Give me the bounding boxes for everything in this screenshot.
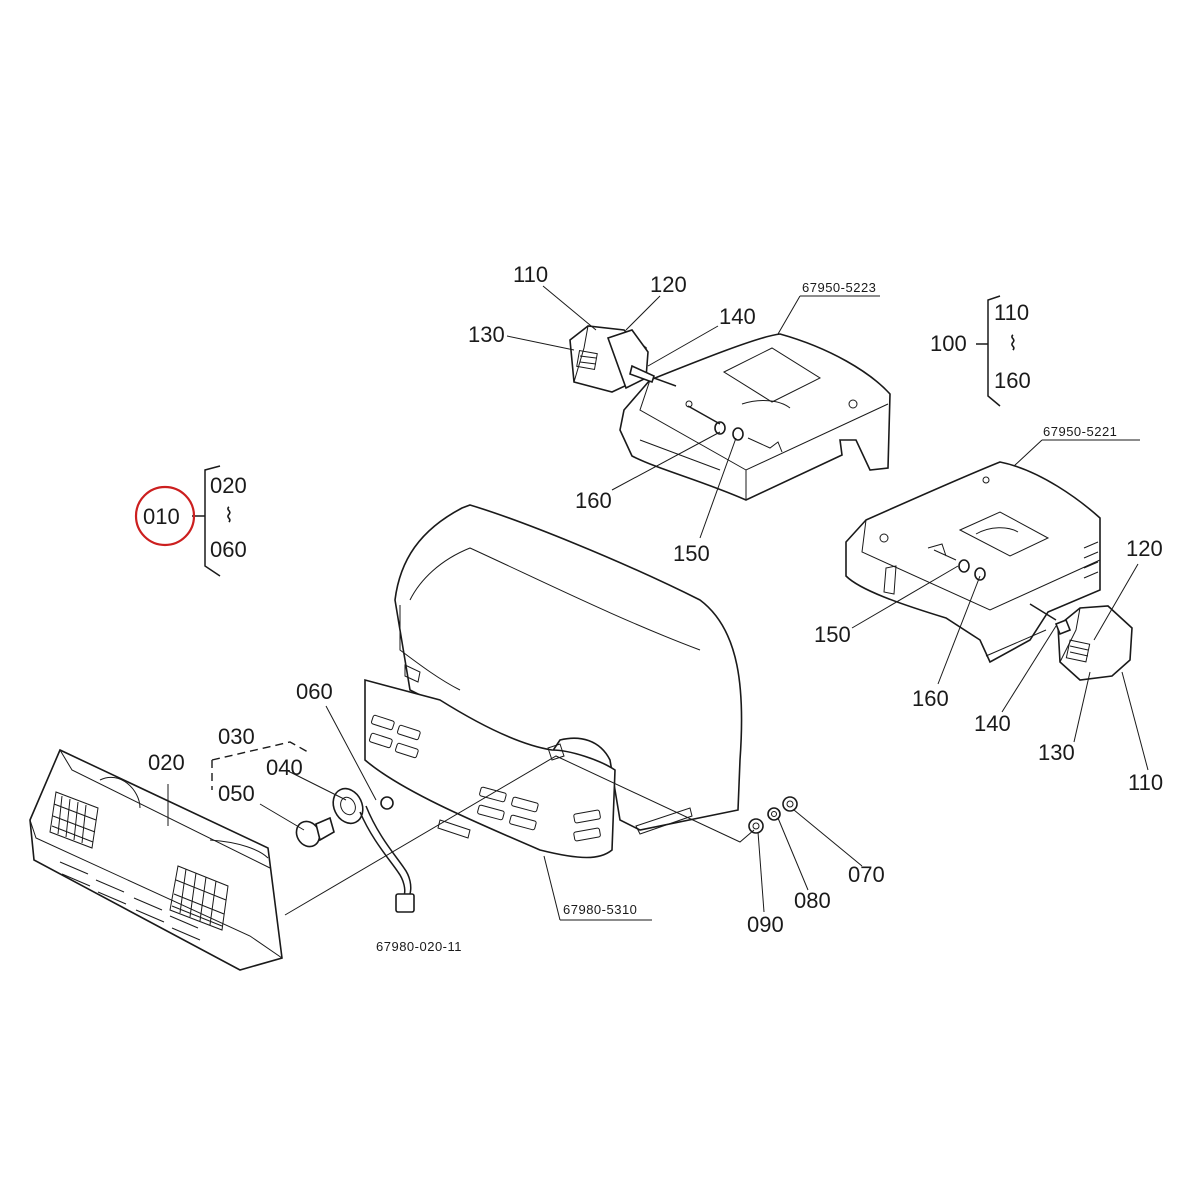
headlight-lens-020 xyxy=(29,748,283,971)
group-100-from: 110 xyxy=(994,300,1030,325)
label-030: 030 xyxy=(218,724,255,749)
label-160-top: 160 xyxy=(575,488,612,513)
group-100-tilde: ⌇ xyxy=(1008,331,1018,355)
label-130-top: 130 xyxy=(468,322,505,347)
socket-040 xyxy=(332,787,415,913)
label-090: 090 xyxy=(747,912,784,937)
label-110-right: 110 xyxy=(1128,770,1164,795)
label-130-right: 130 xyxy=(1038,740,1075,765)
hood-assembly xyxy=(364,504,743,859)
part-number-roof-right: 67950-5221 xyxy=(1043,424,1118,439)
roof-panel-right xyxy=(845,461,1101,664)
label-120-top: 120 xyxy=(650,272,687,297)
label-140-top: 140 xyxy=(719,304,756,329)
label-120-right: 120 xyxy=(1126,536,1163,561)
label-110-top: 110 xyxy=(513,262,549,287)
leader-lines xyxy=(167,285,1149,921)
part-number-hood: 67980-5310 xyxy=(563,902,638,917)
label-020: 020 xyxy=(148,750,185,775)
part-number-headlight: 67980-020-11 xyxy=(376,939,462,954)
lens-grille-right xyxy=(169,865,229,931)
label-160-right: 160 xyxy=(912,686,949,711)
group-010-tilde: ⌇ xyxy=(224,503,234,527)
label-080: 080 xyxy=(794,888,831,913)
bulb-050 xyxy=(295,816,335,848)
hardware-top xyxy=(687,405,783,453)
group-100-to: 160 xyxy=(994,368,1031,393)
group-010-from: 020 xyxy=(210,473,247,498)
group-030-bracket xyxy=(211,741,309,790)
lens-grille-left xyxy=(49,791,99,849)
label-150-right: 150 xyxy=(814,622,851,647)
lens-lower-vents xyxy=(59,861,201,941)
label-070: 070 xyxy=(848,862,885,887)
highlight-circle-010 xyxy=(134,485,196,547)
group-100-label: 100 xyxy=(930,331,967,356)
roof-panel-left xyxy=(619,333,891,501)
label-060: 060 xyxy=(296,679,333,704)
group-010-to: 060 xyxy=(210,537,247,562)
label-040: 040 xyxy=(266,755,303,780)
lamp-assembly-right xyxy=(1054,605,1133,681)
fastener-set xyxy=(748,796,798,834)
label-150-top: 150 xyxy=(673,541,710,566)
part-number-roof-left: 67950-5223 xyxy=(802,280,877,295)
group-100-bracket xyxy=(976,295,1001,407)
label-050: 050 xyxy=(218,781,255,806)
lamp-assembly-top xyxy=(569,325,677,393)
label-140-right: 140 xyxy=(974,711,1011,736)
group-010-label: 010 xyxy=(143,504,180,529)
hood-vents xyxy=(369,714,601,842)
hardware-right xyxy=(927,543,1057,621)
